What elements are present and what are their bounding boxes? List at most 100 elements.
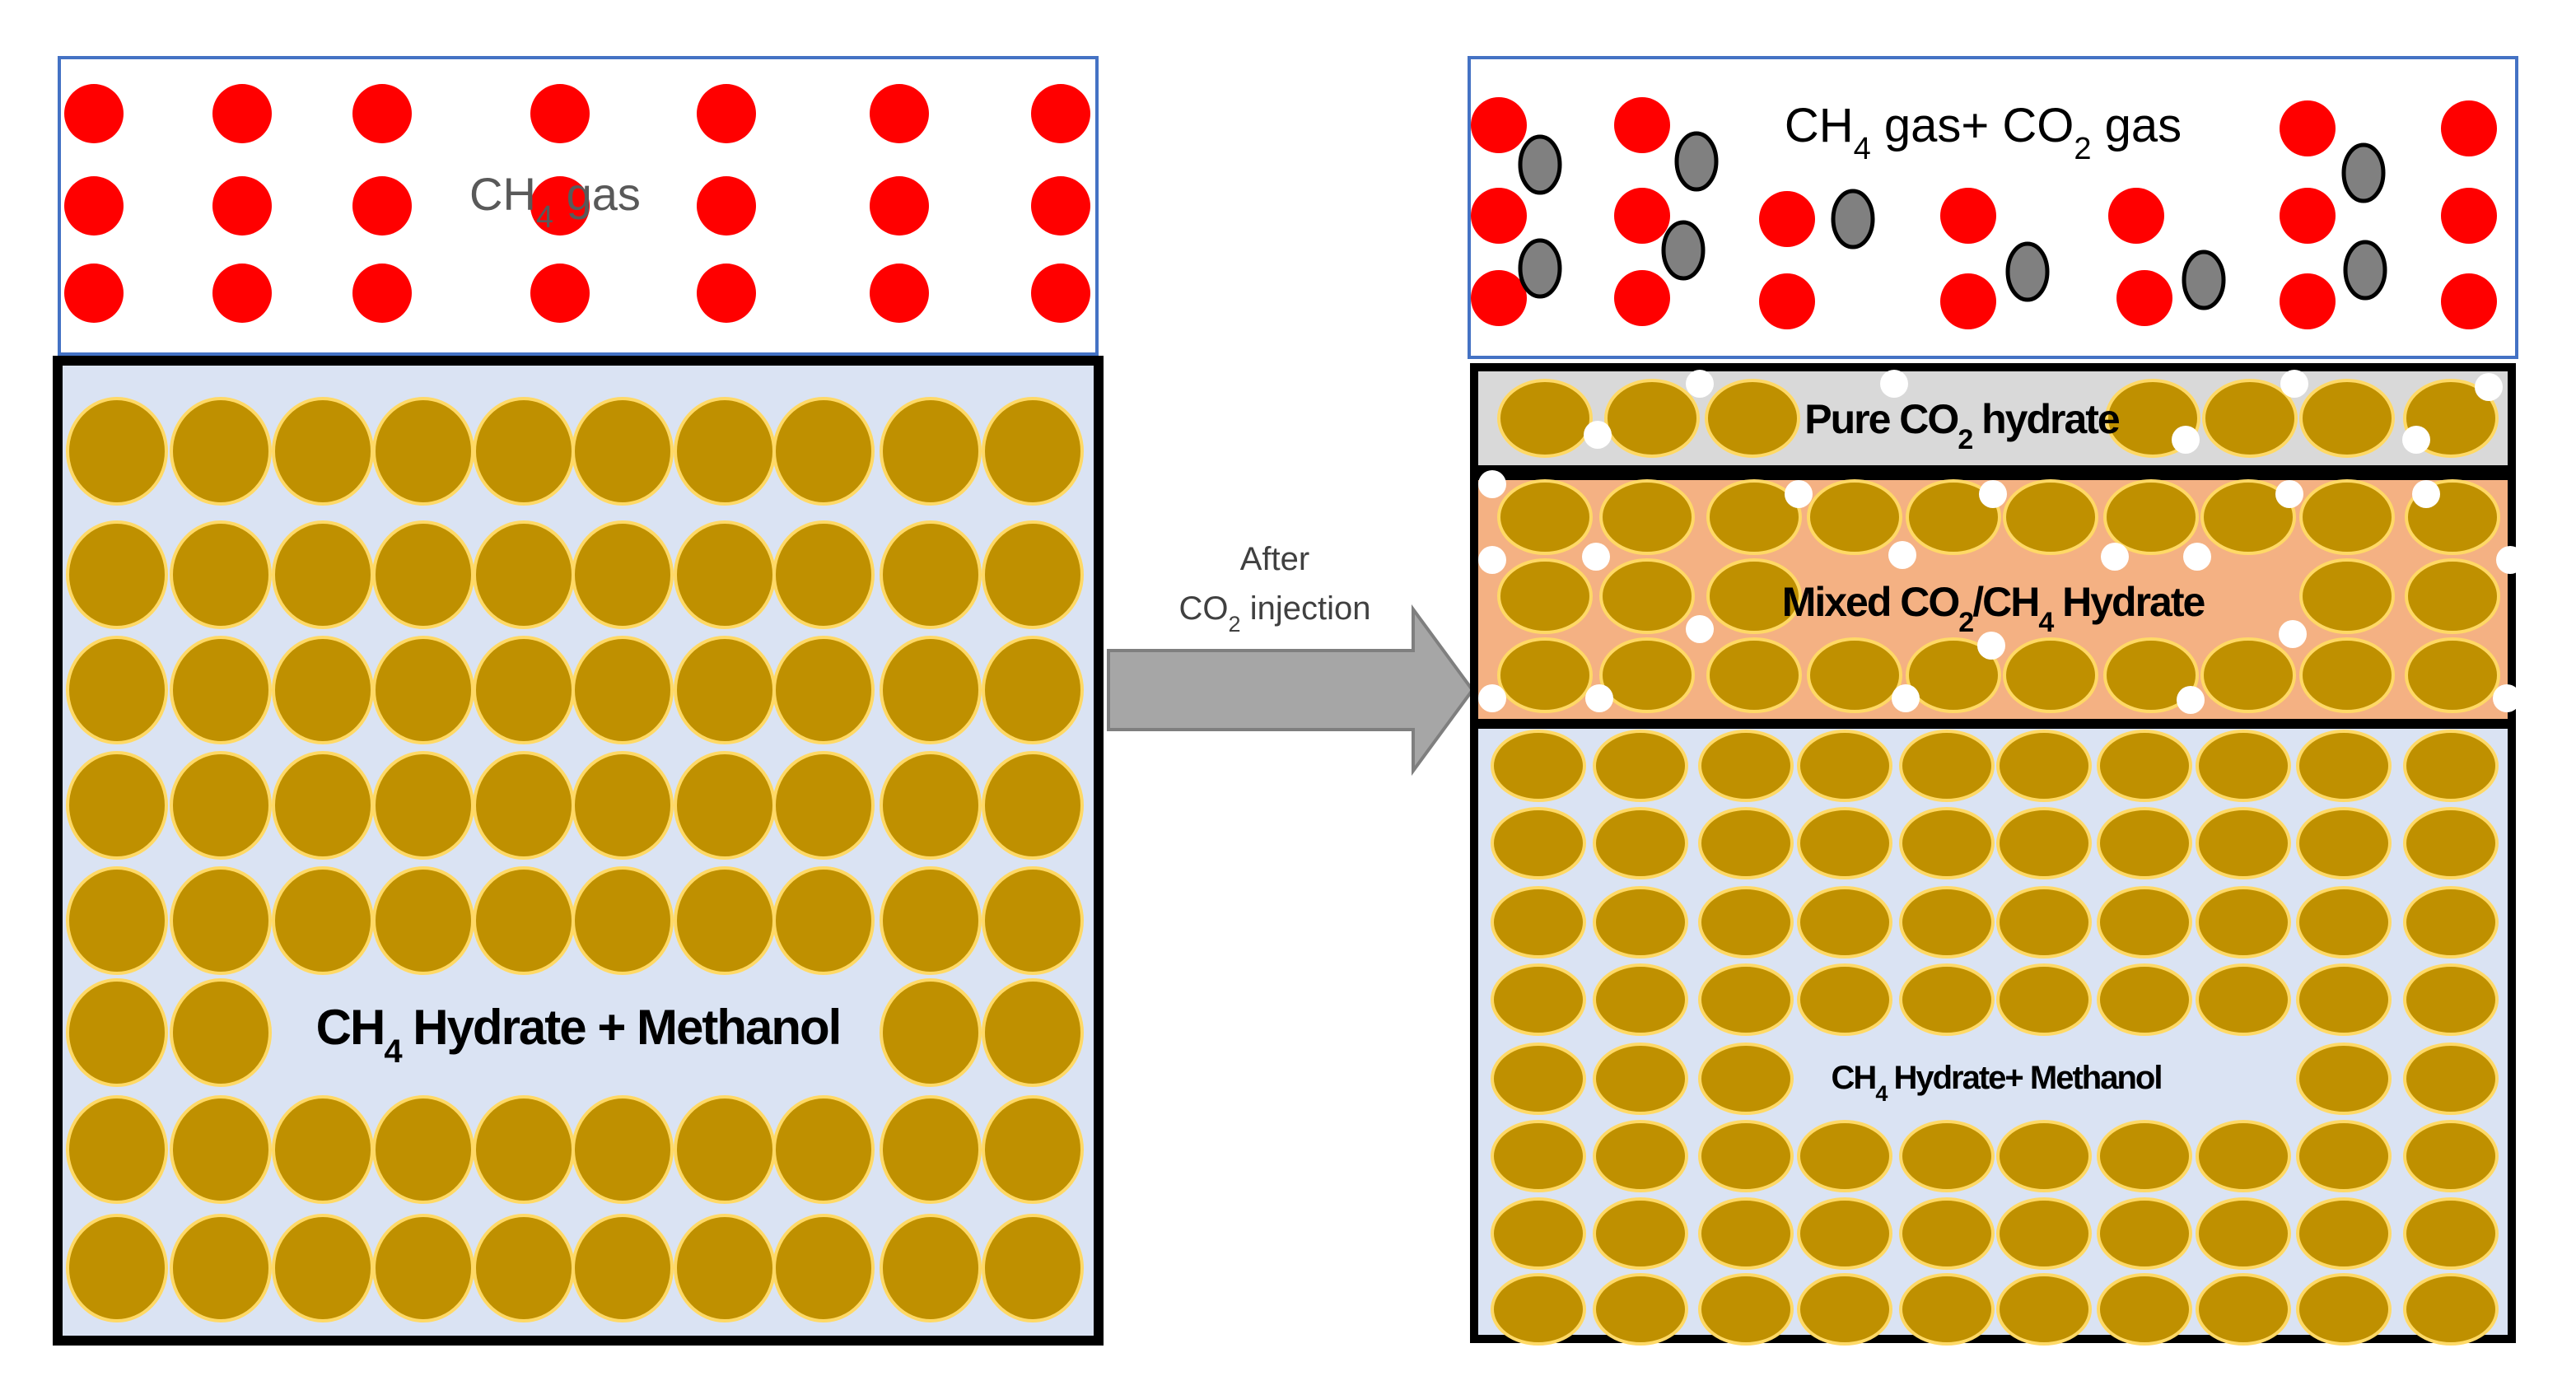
hydrate-cage — [170, 397, 272, 506]
hydrate-cage — [2196, 1120, 2291, 1192]
ch4-molecule — [870, 264, 929, 323]
ch4-molecule — [212, 84, 272, 143]
hydrate-cage — [2003, 637, 2098, 713]
hydrate-cage — [170, 978, 272, 1087]
hydrate-cage — [1698, 1120, 1794, 1192]
hydrate-cage — [272, 751, 374, 860]
white-bubble — [1785, 480, 1813, 508]
hydrate-cage — [170, 751, 272, 860]
hydrate-cage — [66, 866, 168, 975]
hydrate-cage — [572, 636, 674, 744]
hydrate-cage — [1698, 807, 1794, 879]
hydrate-cage — [272, 1095, 374, 1204]
hydrate-cage — [1996, 730, 2092, 802]
hydrate-cage — [772, 397, 875, 506]
hydrate-cage — [2202, 379, 2298, 458]
white-bubble — [2493, 684, 2521, 712]
mixed-hydrate-label: Mixed CO2/CH4 Hydrate — [1782, 579, 2205, 638]
ch4-molecule — [1471, 188, 1527, 244]
hydrate-cage — [982, 520, 1084, 629]
hydrate-cage — [572, 751, 674, 860]
hydrate-cage — [572, 1214, 674, 1322]
hydrate-cage — [982, 397, 1084, 506]
hydrate-cage — [473, 866, 575, 975]
bottom-ch4-hydrate-cages — [1491, 730, 2499, 1346]
white-bubble — [1478, 684, 1506, 712]
hydrate-cage — [1491, 886, 1586, 959]
hydrate-cage — [1899, 1273, 1995, 1346]
white-bubble — [2101, 543, 2129, 571]
hydrate-cage — [772, 751, 875, 860]
hydrate-cage — [1899, 730, 1995, 802]
hydrate-cage — [1797, 963, 1892, 1036]
hydrate-cage — [1698, 1042, 1794, 1115]
ch4-molecule — [870, 84, 929, 143]
hydrate-cage — [2403, 730, 2499, 802]
hydrate-cage — [66, 397, 168, 506]
white-bubble — [2402, 426, 2430, 454]
hydrate-cage — [880, 636, 982, 744]
ch4-molecule — [1031, 264, 1090, 323]
hydrate-cage — [372, 397, 474, 506]
hydrate-cage — [372, 636, 474, 744]
ch4-molecule — [697, 84, 756, 143]
hydrate-cage — [982, 636, 1084, 744]
left-panel: CH4 gas CH4 Hydrate + Methanol — [53, 56, 1104, 1346]
hydrate-cage — [572, 866, 674, 975]
white-bubble — [2183, 543, 2211, 571]
mixed-hydrate-cages — [1497, 479, 2500, 713]
hydrate-cage — [1698, 886, 1794, 959]
hydrate-cage — [1593, 1120, 1688, 1192]
co2-molecule — [1518, 238, 1562, 299]
hydrate-cage — [674, 866, 776, 975]
white-bubble — [1977, 632, 2005, 660]
hydrate-cage — [1491, 1197, 1586, 1270]
hydrate-cage — [1593, 730, 1688, 802]
hydrate-cage — [1593, 1197, 1688, 1270]
hydrate-cage — [880, 397, 982, 506]
ch4-molecule — [530, 264, 590, 323]
hydrate-cage — [1593, 963, 1688, 1036]
gas-bubbles — [1478, 370, 2524, 714]
hydrate-cage — [2403, 886, 2499, 959]
left-ch4-gas-molecules — [64, 84, 1090, 323]
hydrate-cage — [372, 1214, 474, 1322]
hydrate-cage — [772, 1095, 875, 1204]
white-bubble — [1888, 541, 1916, 569]
hydrate-cage — [982, 978, 1084, 1087]
hydrate-cage — [2299, 479, 2395, 555]
hydrate-cage — [2103, 479, 2199, 555]
ch4-molecule — [352, 84, 412, 143]
hydrate-cage — [2200, 479, 2296, 555]
hydrate-cage — [473, 1095, 575, 1204]
ch4-molecule — [352, 264, 412, 323]
ch4-molecule — [530, 84, 590, 143]
hydrate-cage — [1706, 558, 1802, 634]
ch4-molecule — [1759, 191, 1815, 247]
hydrate-cage — [1593, 1273, 1688, 1346]
ch4-molecule — [1614, 97, 1670, 153]
hydrate-cage — [880, 978, 982, 1087]
hydrate-cage — [2299, 558, 2395, 634]
right-gas-label: CH4 gas+ CO2 gas — [1785, 99, 2182, 166]
ch4-molecule — [64, 264, 124, 323]
white-bubble — [2275, 480, 2303, 508]
hydrate-cage — [1996, 807, 2092, 879]
ch4-molecule — [1031, 84, 1090, 143]
hydrate-cage — [1593, 1042, 1688, 1115]
white-bubble — [1979, 480, 2007, 508]
hydrate-cage — [272, 520, 374, 629]
hydrate-cage — [2196, 963, 2291, 1036]
white-bubble — [2279, 620, 2307, 648]
hydrate-cage — [2196, 807, 2291, 879]
hydrate-cage — [2403, 1197, 2499, 1270]
hydrate-cage — [2097, 1197, 2192, 1270]
hydrate-cage — [674, 636, 776, 744]
hydrate-cage — [982, 751, 1084, 860]
hydrate-cage — [674, 397, 776, 506]
hydrate-cage — [674, 520, 776, 629]
hydrate-cage — [1497, 637, 1593, 713]
hydrate-cage — [1497, 479, 1593, 555]
hydrate-cage — [2296, 1120, 2392, 1192]
